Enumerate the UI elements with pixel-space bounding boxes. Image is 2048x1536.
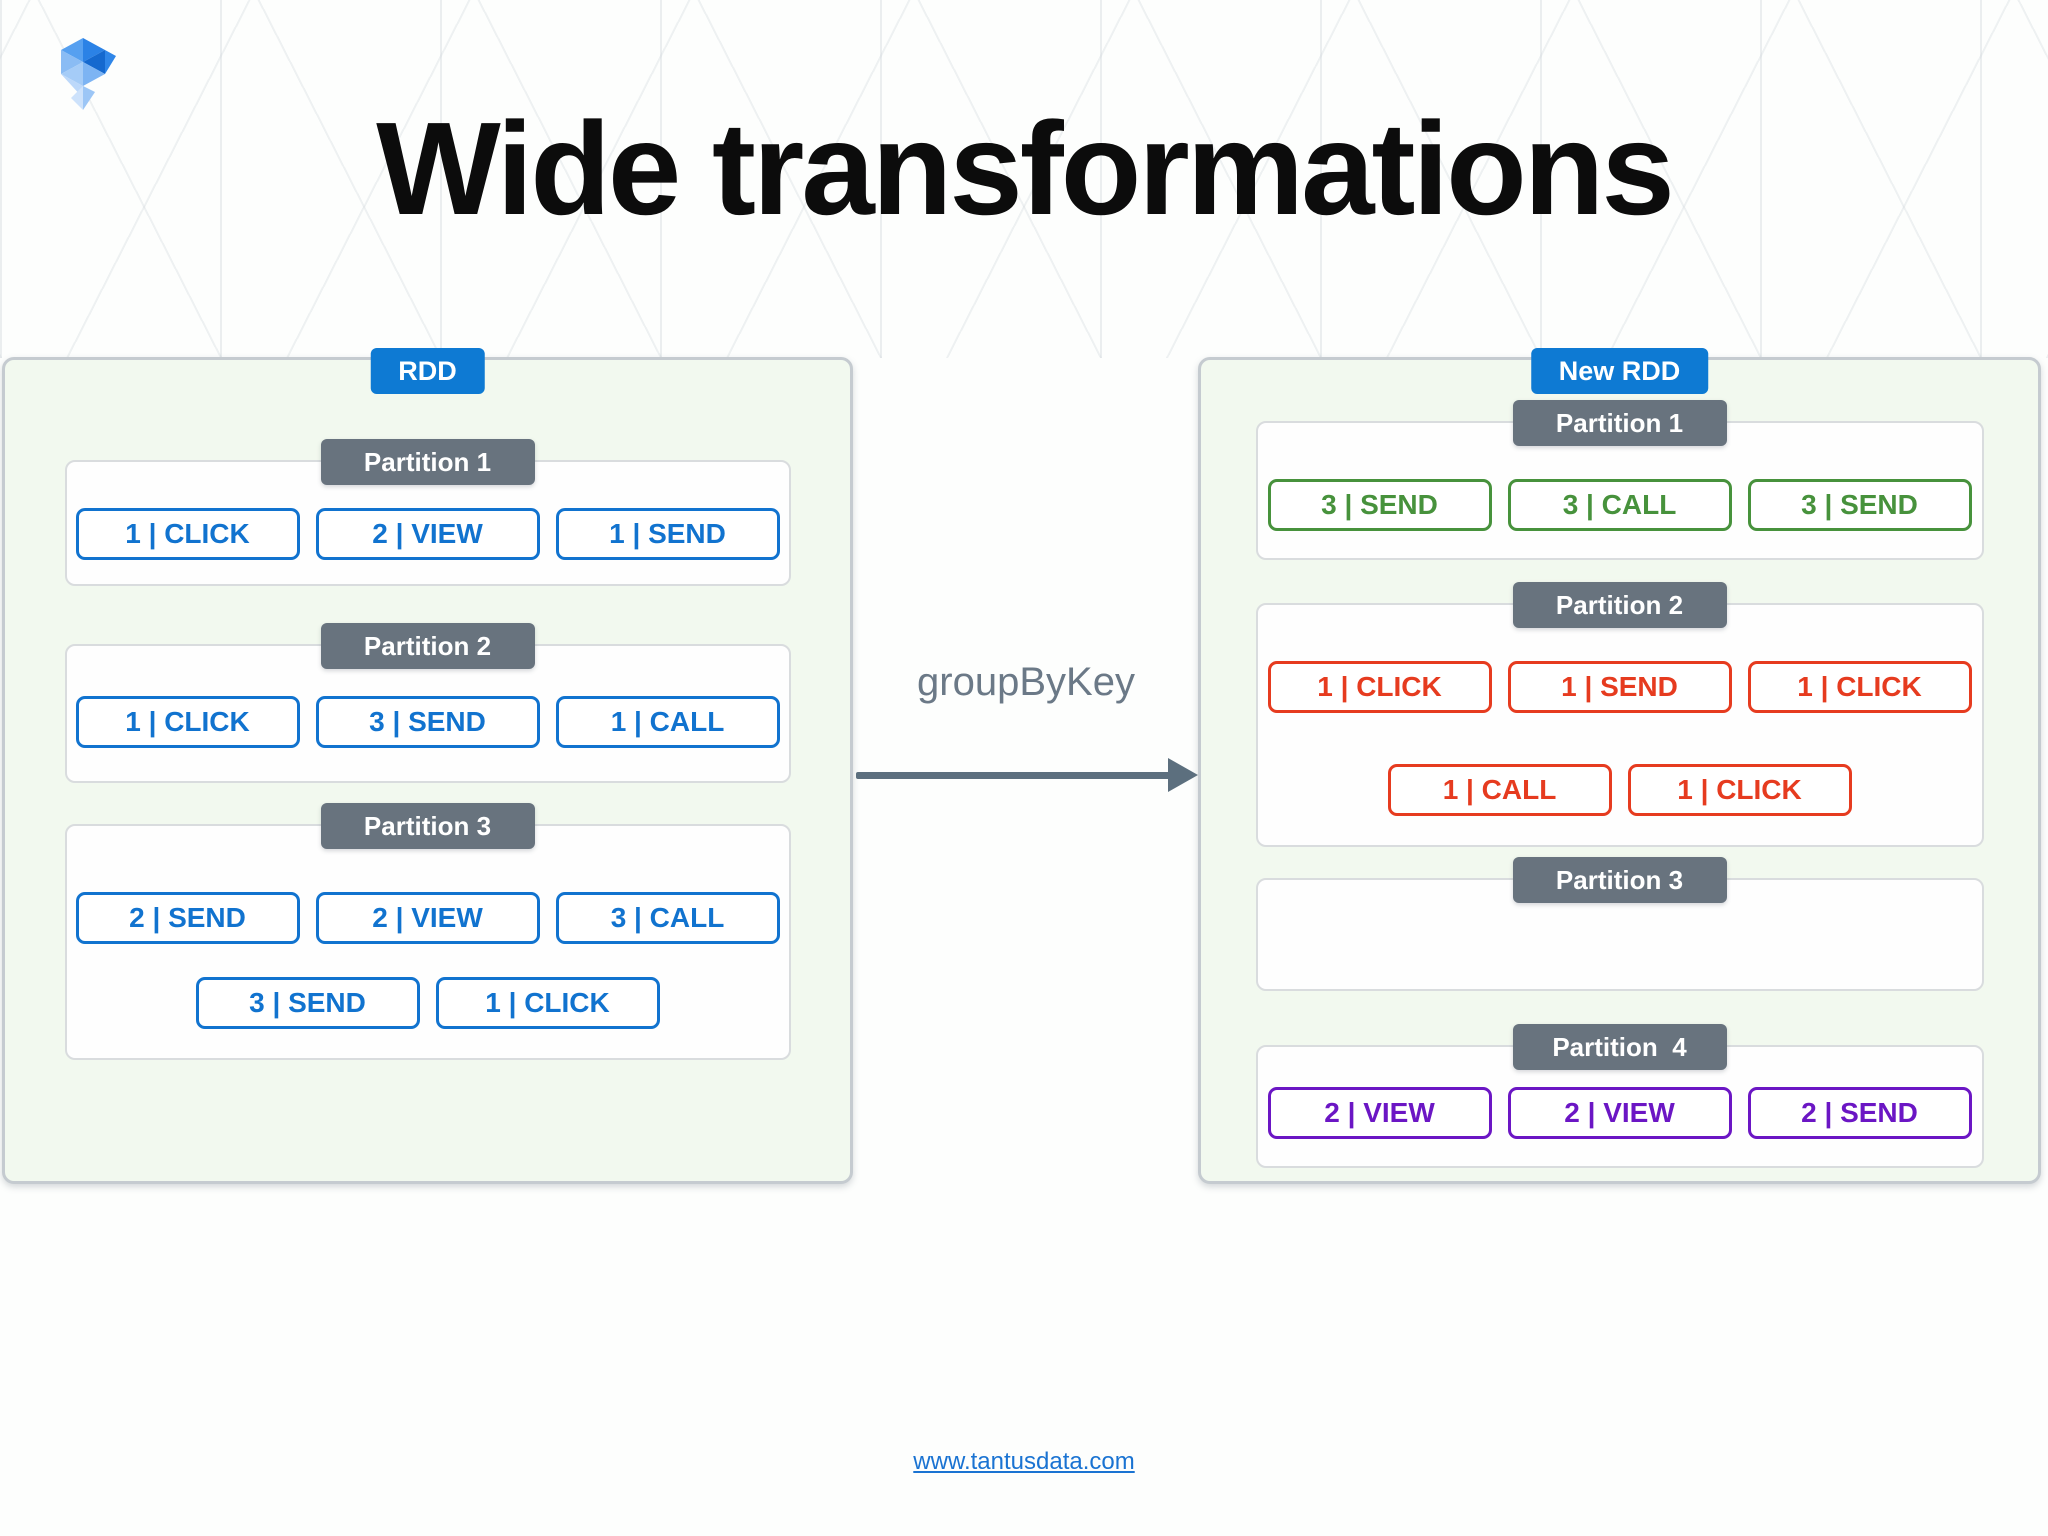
partition-panel-1: Partition 1 3 | SEND 3 | CALL 3 | SEND [1255,400,1984,560]
partition-header: Partition 2 [1512,582,1727,628]
partition-panel-3: Partition 3 2 | SEND 2 | VIEW 3 | CALL 3 | S… [64,803,791,1060]
partition-header: Partition 2 [320,623,535,669]
record-item: 1 | CALL [1387,764,1612,816]
record-row: 1 | CLICK 3 | SEND 1 | CALL [67,696,789,748]
record-row: 3 | SEND 1 | CLICK [67,977,789,1029]
record-row: 2 | VIEW 2 | VIEW 2 | SEND [1258,1087,1982,1139]
record-item: 2 | VIEW [315,508,540,560]
record-item: 2 | VIEW [1267,1087,1492,1139]
record-row: 1 | CALL 1 | CLICK [1258,764,1982,816]
record-item: 1 | SEND [555,508,780,560]
record-item: 3 | SEND [315,696,540,748]
partition-panel-1: Partition 1 1 | CLICK 2 | VIEW 1 | SEND [64,439,791,586]
transform-arrow-head [1168,758,1198,792]
record-item: 2 | VIEW [1507,1087,1732,1139]
website-link[interactable]: www.tantusdata.com [913,1448,1135,1475]
record-item: 2 | VIEW [315,892,540,944]
tantusdata-logo [61,38,116,110]
partition-header: Partition 3 [1512,857,1727,903]
record-item: 1 | CLICK [1627,764,1852,816]
partition-header: Partition 1 [1512,400,1727,446]
record-item: 1 | CLICK [75,508,300,560]
partition-header: Partition 4 [1512,1024,1727,1070]
partition-panel-2: Partition 2 1 | CLICK 3 | SEND 1 | CALL [64,623,791,783]
record-item: 2 | SEND [1747,1087,1972,1139]
new-rdd-badge: New RDD [1530,348,1709,394]
partition-panel-3: Partition 3 [1255,857,1984,991]
record-row: 2 | SEND 2 | VIEW 3 | CALL [67,892,789,944]
record-item: 1 | CALL [555,696,780,748]
partition-panel-4: Partition 4 2 | VIEW 2 | VIEW 2 | SEND [1255,1024,1984,1168]
partition-header: Partition 1 [320,439,535,485]
background-pattern [0,0,2048,358]
record-item: 3 | SEND [1267,479,1492,531]
record-item: 1 | CLICK [1267,661,1492,713]
transform-arrow [856,772,1172,779]
record-row: 1 | CLICK 2 | VIEW 1 | SEND [67,508,789,560]
record-item: 1 | CLICK [75,696,300,748]
record-item: 1 | CLICK [435,977,660,1029]
record-item: 1 | CLICK [1747,661,1972,713]
record-item: 1 | SEND [1507,661,1732,713]
record-row: 1 | CLICK 1 | SEND 1 | CLICK [1258,661,1982,713]
record-row: 3 | SEND 3 | CALL 3 | SEND [1258,479,1982,531]
rdd-badge: RDD [370,348,485,394]
record-item: 2 | SEND [75,892,300,944]
record-item: 3 | CALL [555,892,780,944]
rdd-box: RDD Partition 1 1 | CLICK 2 | VIEW 1 | SEND… [2,348,853,1184]
partition-header: Partition 3 [320,803,535,849]
transform-label: groupByKey [917,660,1135,704]
slide-title: Wide transformations [376,95,1675,242]
record-item: 3 | CALL [1507,479,1732,531]
record-item: 3 | SEND [195,977,420,1029]
record-item: 3 | SEND [1747,479,1972,531]
